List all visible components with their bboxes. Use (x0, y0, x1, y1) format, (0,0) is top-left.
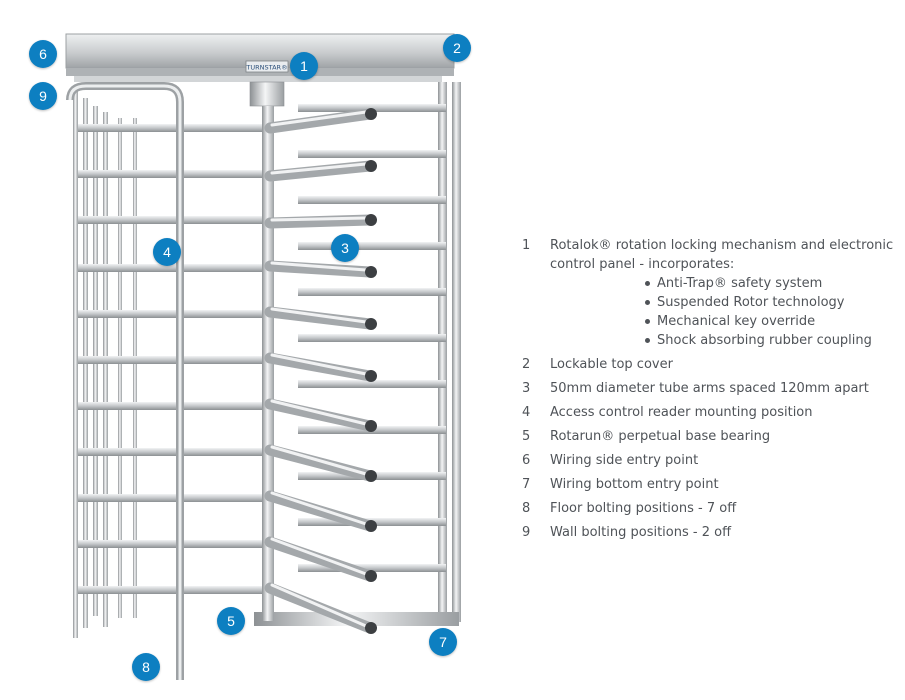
legend-number: 4 (522, 405, 531, 420)
legend-text: 50mm diameter tube arms spaced 120mm apa… (550, 381, 869, 396)
legend-item-3: 3 50mm diameter tube arms spaced 120mm a… (522, 379, 897, 398)
legend-text: Floor bolting positions - 7 off (550, 501, 737, 516)
legend-text: Rotalok® rotation locking mechanism and … (550, 238, 894, 272)
legend-text: Wiring side entry point (550, 453, 699, 468)
legend-number: 7 (522, 477, 531, 492)
callout-3: 3 (331, 234, 359, 262)
brand-plate: TURNSTAR® (245, 60, 289, 73)
legend-text: Access control reader mounting position (550, 405, 813, 420)
legend-number: 2 (522, 357, 531, 372)
front-arms (264, 108, 377, 634)
legend-text: Wall bolting positions - 2 off (550, 525, 732, 540)
feature-legend: 1 Rotalok® rotation locking mechanism an… (522, 236, 897, 547)
callout-4: 4 (153, 238, 181, 266)
legend-subitem: Mechanical key override (643, 312, 897, 331)
legend-text: Lockable top cover (550, 357, 673, 372)
callout-8: 8 (132, 653, 160, 681)
legend-subitems: Anti-Trap® safety system Suspended Rotor… (550, 274, 897, 350)
legend-subitem: Suspended Rotor technology (643, 293, 897, 312)
callout-5: 5 (217, 607, 245, 635)
callout-2: 2 (443, 34, 471, 62)
cage-bars (78, 124, 268, 594)
legend-number: 8 (522, 501, 531, 516)
top-cover (65, 33, 455, 82)
legend-item-8: 8 Floor bolting positions - 7 off (522, 499, 897, 518)
legend-text: Rotarun® perpetual base bearing (550, 429, 771, 444)
legend-number: 9 (522, 525, 531, 540)
legend-item-2: 2 Lockable top cover (522, 355, 897, 374)
legend-item-4: 4 Access control reader mounting positio… (522, 403, 897, 422)
gate-loop (66, 82, 184, 680)
legend-item-9: 9 Wall bolting positions - 2 off (522, 523, 897, 542)
legend-text: Wiring bottom entry point (550, 477, 719, 492)
legend-number: 6 (522, 453, 531, 468)
legend-number: 5 (522, 429, 531, 444)
legend-number: 1 (522, 238, 531, 253)
callout-1: 1 (290, 52, 318, 80)
callout-6: 6 (29, 40, 57, 68)
legend-item-7: 7 Wiring bottom entry point (522, 475, 897, 494)
brand-plate-text: TURNSTAR® (245, 64, 287, 72)
legend-item-6: 6 Wiring side entry point (522, 451, 897, 470)
legend-item-5: 5 Rotarun® perpetual base bearing (522, 427, 897, 446)
legend-subitem: Anti-Trap® safety system (643, 274, 897, 293)
callout-7: 7 (429, 628, 457, 656)
legend-subitem: Shock absorbing rubber coupling (643, 331, 897, 350)
legend-number: 3 (522, 381, 531, 396)
legend-item-1: 1 Rotalok® rotation locking mechanism an… (522, 236, 897, 350)
callout-9: 9 (29, 82, 57, 110)
